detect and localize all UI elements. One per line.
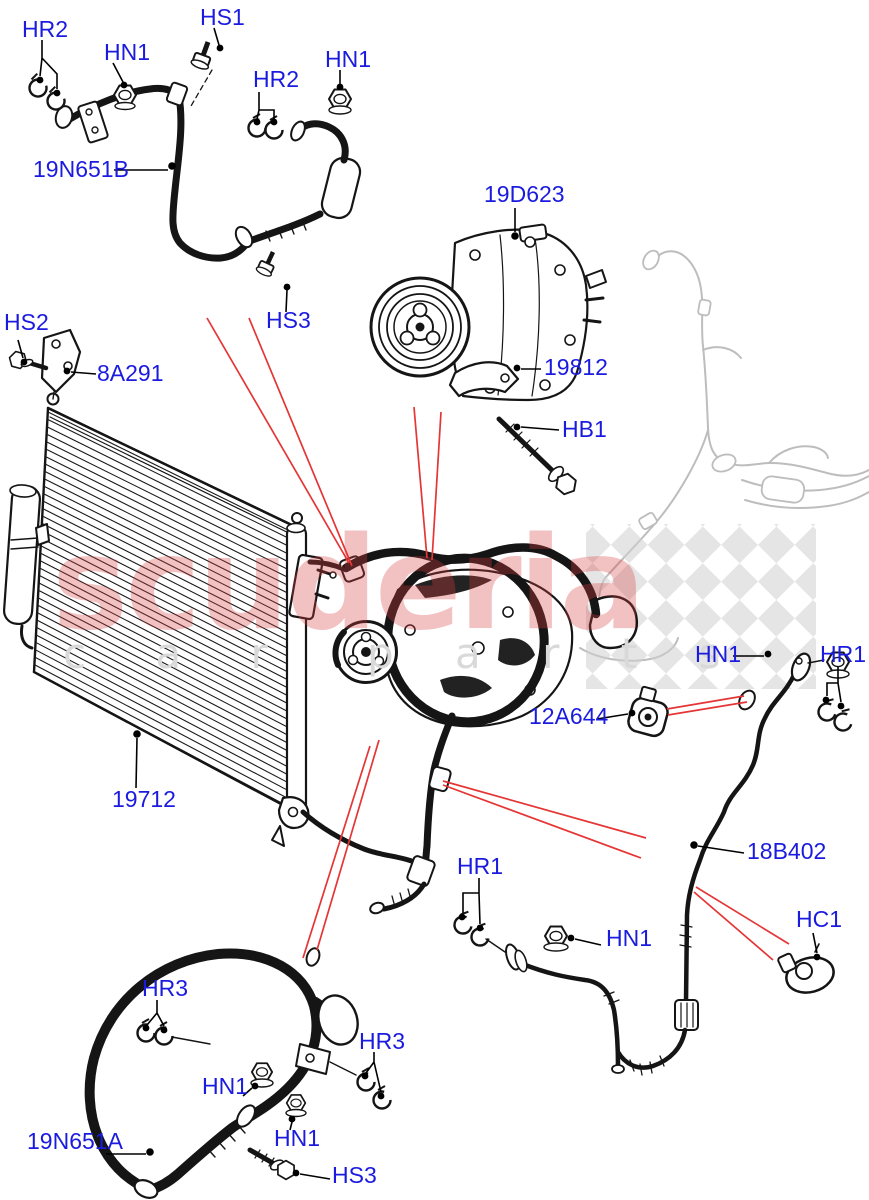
part-label-HR1-mid: HR1 xyxy=(457,853,503,879)
hose-boot xyxy=(317,994,359,1046)
part-label-19D623: 19D623 xyxy=(484,181,565,207)
part-label-19N651B: 19N651B xyxy=(33,156,129,182)
part-label-HN1-lower-left: HN1 xyxy=(202,1073,248,1099)
part-label-HB1: HB1 xyxy=(562,416,607,442)
clip-HR1 xyxy=(451,908,476,937)
part-label-HS3-lower: HS3 xyxy=(332,1162,377,1188)
bolt-HS3-lower xyxy=(247,1147,295,1181)
part-label-HN1-mid: HN1 xyxy=(606,925,652,951)
leader-lines xyxy=(17,27,845,1180)
hose-19N651A xyxy=(84,947,392,1199)
part-label-HS2: HS2 xyxy=(4,309,49,335)
clip-HR1 xyxy=(831,705,857,734)
part-label-12A644: 12A644 xyxy=(529,703,609,729)
part-label-HR2-top-mid: HR2 xyxy=(253,66,299,92)
bolt-HB1 xyxy=(496,416,577,496)
bolt-HS3-upper xyxy=(255,249,280,278)
part-label-HS3-upper: HS3 xyxy=(266,307,311,333)
part-label-HN1-lower-mid: HN1 xyxy=(274,1125,320,1151)
part-label-HR3-left: HR3 xyxy=(142,975,188,1001)
part-label-19N651A: 19N651A xyxy=(27,1128,124,1154)
nut-HN1 xyxy=(113,84,137,106)
bolt-HS1 xyxy=(190,39,216,71)
clip-HR3 xyxy=(356,1066,376,1092)
pipe-bottom-middle xyxy=(451,908,625,1074)
bolt-HS2 xyxy=(8,350,49,371)
center-assembly xyxy=(300,543,639,915)
part-label-HN1-top-mid: HN1 xyxy=(325,46,371,72)
watermark-brand: scuderia xyxy=(52,510,643,659)
nut-HN1 xyxy=(285,1094,307,1112)
part-label-HN1-top-left: HN1 xyxy=(104,39,150,65)
part-label-19812: 19812 xyxy=(544,354,608,380)
condenser-fins xyxy=(33,411,297,811)
part-label-HC1: HC1 xyxy=(796,906,842,932)
part-label-HN1-right: HN1 xyxy=(695,641,741,667)
red-reference-lines xyxy=(206,317,790,961)
bracket-19812 xyxy=(448,361,520,398)
watermark-sub-right: p a r t s xyxy=(367,629,744,678)
bracket-8A291 xyxy=(40,328,82,394)
part-label-18B402: 18B402 xyxy=(747,838,826,864)
condenser-19712 xyxy=(2,328,337,847)
muffler xyxy=(320,156,362,220)
nut-HN1 xyxy=(250,1062,274,1082)
part-label-19712: 19712 xyxy=(112,786,176,812)
watermark-sub-left: c a r xyxy=(63,629,296,678)
compressor-19D623 xyxy=(369,223,607,496)
watermark: scuderia c a r p a r t s xyxy=(52,510,744,678)
part-label-HR3-right: HR3 xyxy=(359,1028,405,1054)
clip-HR2 xyxy=(24,71,50,100)
part-label-8A291: 8A291 xyxy=(97,360,164,386)
part-label-HR1-right: HR1 xyxy=(820,641,866,667)
sensor-HC1 xyxy=(777,943,835,994)
part-labels: HR2 HN1 HS1 HR2 HN1 19N651B 19D623 HS3 1… xyxy=(4,4,866,1188)
part-label-HR2-top-left: HR2 xyxy=(22,16,68,42)
hose-19N651B xyxy=(24,39,362,278)
part-label-HS1: HS1 xyxy=(200,4,245,30)
